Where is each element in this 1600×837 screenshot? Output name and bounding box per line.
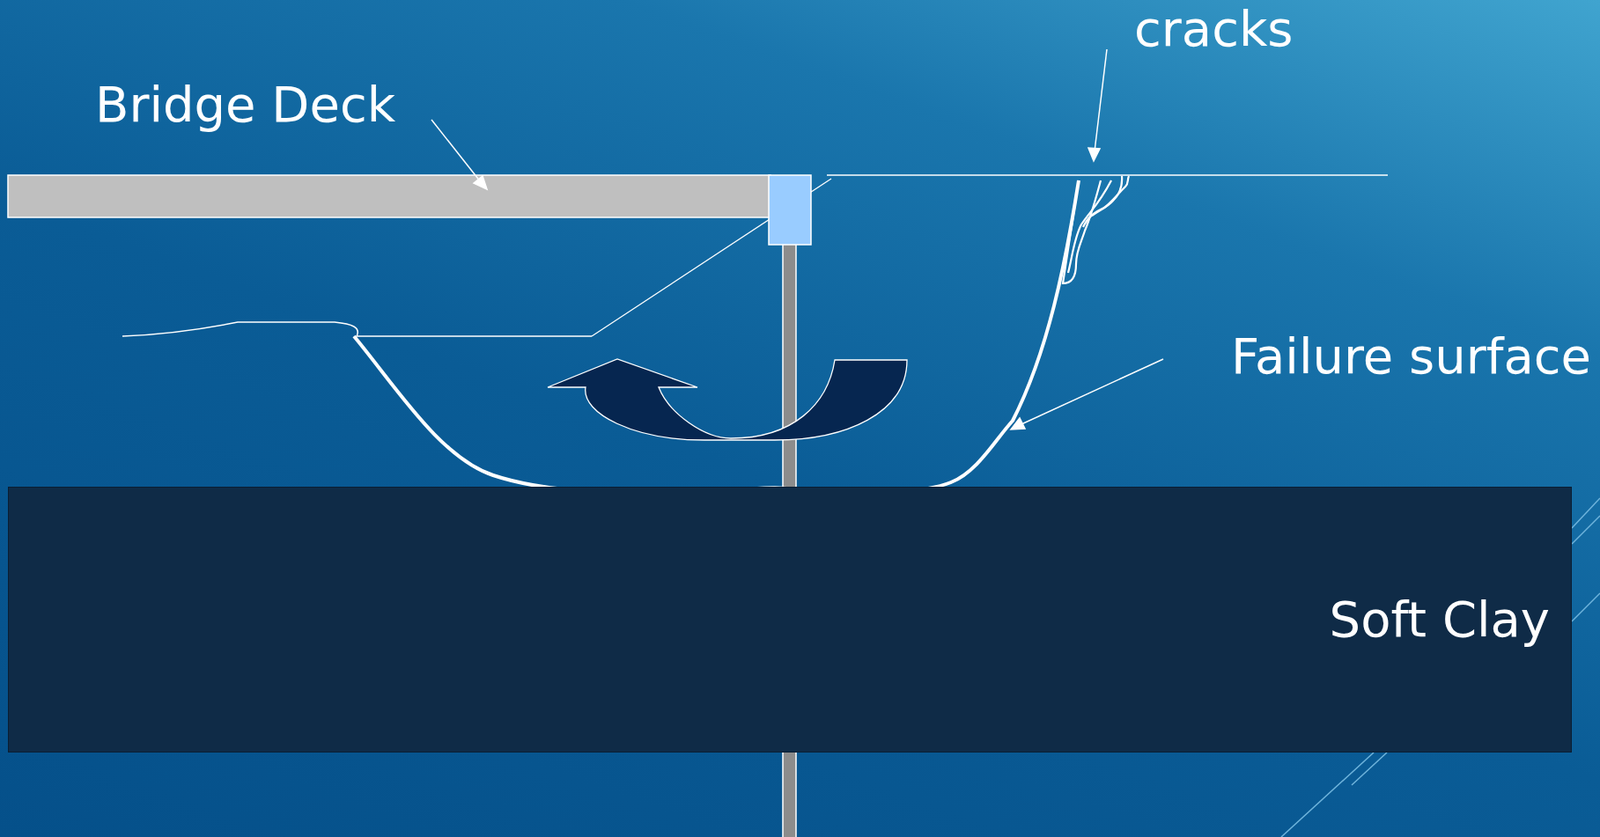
leader-lines: [431, 49, 1164, 430]
rotation-arrow: [547, 359, 907, 441]
ground-line-left: [122, 322, 592, 337]
callout-label: Failure surface: [1231, 329, 1592, 384]
pile-cap: [768, 175, 812, 245]
ground-line-right: [826, 174, 1388, 177]
soil-layer-band: Soft Clay: [7, 486, 1572, 753]
bridge-deck: [7, 175, 771, 218]
cracks-lines: [1062, 176, 1129, 284]
failure-surface: [353, 180, 1079, 494]
callout-label: cracks: [1134, 1, 1294, 57]
callout-label: Bridge Deck: [95, 77, 396, 133]
layer-label: Soft Clay: [1329, 592, 1550, 648]
